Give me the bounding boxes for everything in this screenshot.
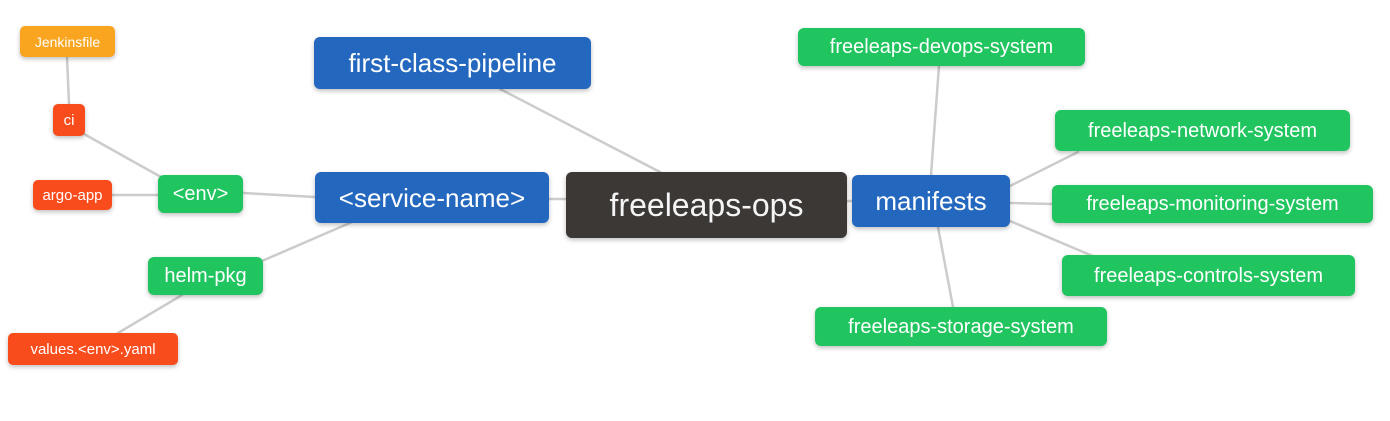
edge-manifests-storage-system <box>936 225 955 309</box>
node-env[interactable]: <env> <box>158 175 243 213</box>
node-root-freeleaps-ops[interactable]: freeleaps-ops <box>566 172 847 238</box>
node-freeleaps-network-system[interactable]: freeleaps-network-system <box>1055 110 1350 151</box>
node-values-env-yaml[interactable]: values.<env>.yaml <box>8 333 178 365</box>
edge-manifests-monitoring-system <box>1008 201 1054 206</box>
node-freeleaps-devops-system[interactable]: freeleaps-devops-system <box>798 28 1085 66</box>
node-freeleaps-controls-system[interactable]: freeleaps-controls-system <box>1062 255 1355 296</box>
edge-helm-pkg-values-yaml <box>116 293 184 335</box>
edge-first-class-pipeline-root <box>498 87 662 174</box>
node-manifests[interactable]: manifests <box>852 175 1010 227</box>
edge-service-name-helm-pkg <box>260 220 354 263</box>
edge-jenkinsfile-ci <box>65 55 71 106</box>
node-service-name[interactable]: <service-name> <box>315 172 549 223</box>
edge-ci-env <box>82 132 163 179</box>
edge-manifests-controls-system <box>1008 219 1097 259</box>
node-argo-app[interactable]: argo-app <box>33 180 112 210</box>
node-first-class-pipeline[interactable]: first-class-pipeline <box>314 37 591 89</box>
edge-env-service-name <box>241 191 317 199</box>
node-freeleaps-storage-system[interactable]: freeleaps-storage-system <box>815 307 1107 346</box>
edge-manifests-devops-system <box>929 64 941 177</box>
node-helm-pkg[interactable]: helm-pkg <box>148 257 263 295</box>
edge-manifests-network-system <box>1008 150 1080 188</box>
node-freeleaps-monitoring-system[interactable]: freeleaps-monitoring-system <box>1052 185 1373 223</box>
node-ci[interactable]: ci <box>53 104 85 136</box>
node-jenkinsfile[interactable]: Jenkinsfile <box>20 26 115 57</box>
